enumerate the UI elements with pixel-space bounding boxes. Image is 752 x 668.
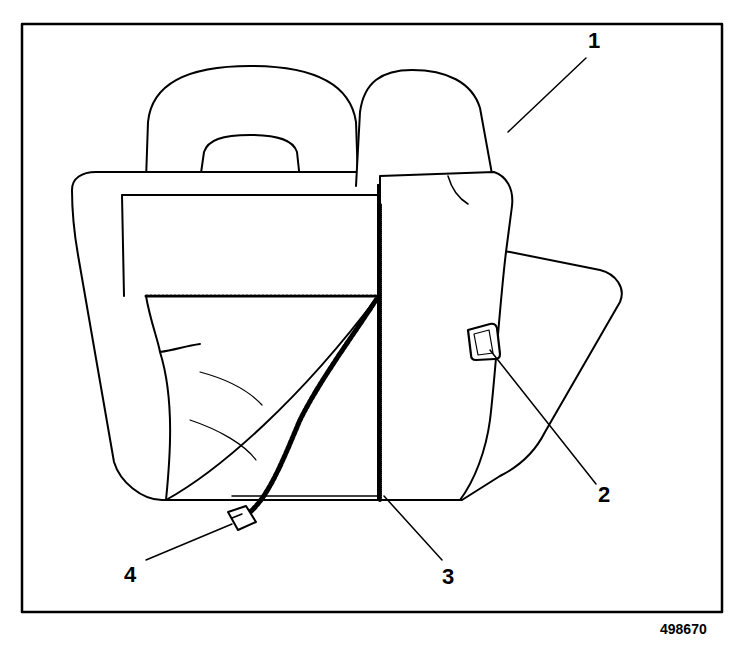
figure-number: 498670 [660,622,707,636]
cover-flap-edge [166,296,378,500]
right-headrest [356,70,492,186]
seatback-bottom [232,495,378,497]
callout-number: 1 [588,30,600,52]
seam [448,176,468,204]
cover-fold [190,372,262,460]
callout-number: 4 [124,564,136,586]
leader-line [146,524,232,560]
wire-harness [250,300,376,512]
release-handle [468,324,500,360]
harness-connector [228,506,256,530]
callout-number: 2 [598,484,610,506]
cover-flap [146,296,200,500]
left-seatback [72,172,378,500]
back-panel-edge [122,195,378,296]
leader-line [490,350,596,484]
left-headrest [146,66,358,180]
connector-detail [232,514,242,518]
callout-number: 3 [442,566,454,588]
leader-line [384,496,442,560]
zipper-top [146,295,378,298]
figure-frame [22,24,722,612]
leader-line [508,58,586,132]
right-seatback-side [380,172,512,500]
zipper [378,205,382,500]
